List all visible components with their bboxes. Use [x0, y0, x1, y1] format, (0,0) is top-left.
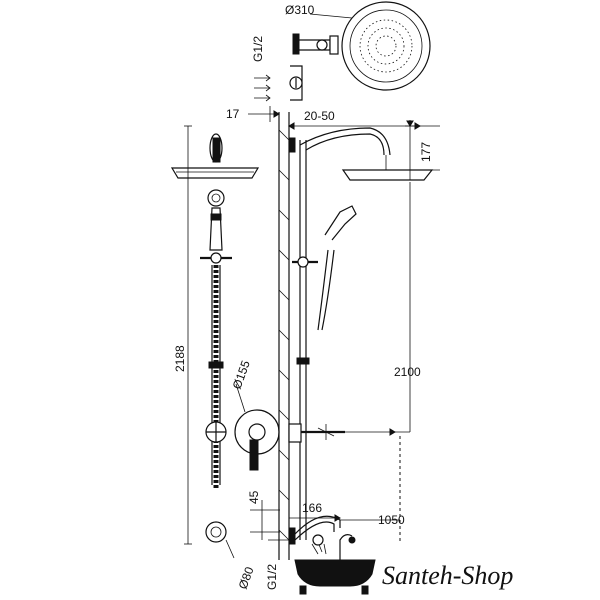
- offset-17-label: 17: [226, 107, 240, 121]
- escutcheon-diameter-label: Ø80: [236, 565, 257, 591]
- spout-166-label: 166: [302, 501, 322, 515]
- range-20-50-label: 20-50: [304, 109, 335, 123]
- spout-height-label: 1050: [378, 513, 405, 527]
- wall: [278, 112, 290, 560]
- head-detail: [292, 1, 431, 91]
- total-height-label: 2188: [173, 345, 187, 372]
- brand-name: Santeh-Shop: [382, 561, 513, 590]
- inlet-thread-bottom-label: G1/2: [265, 564, 279, 590]
- head-height-label: 2100: [394, 365, 421, 379]
- inlet-top: [248, 65, 421, 130]
- bathtub-logo-icon: [294, 534, 376, 595]
- drop-177-label: 177: [419, 142, 433, 162]
- head-diameter-label: Ø310: [285, 3, 315, 17]
- inlet-thread-top-label: G1/2: [251, 36, 265, 62]
- spout-45-label: 45: [247, 490, 261, 504]
- handle-diameter-label: Ø155: [230, 358, 253, 391]
- side-view: [250, 120, 440, 545]
- front-view: [170, 125, 280, 559]
